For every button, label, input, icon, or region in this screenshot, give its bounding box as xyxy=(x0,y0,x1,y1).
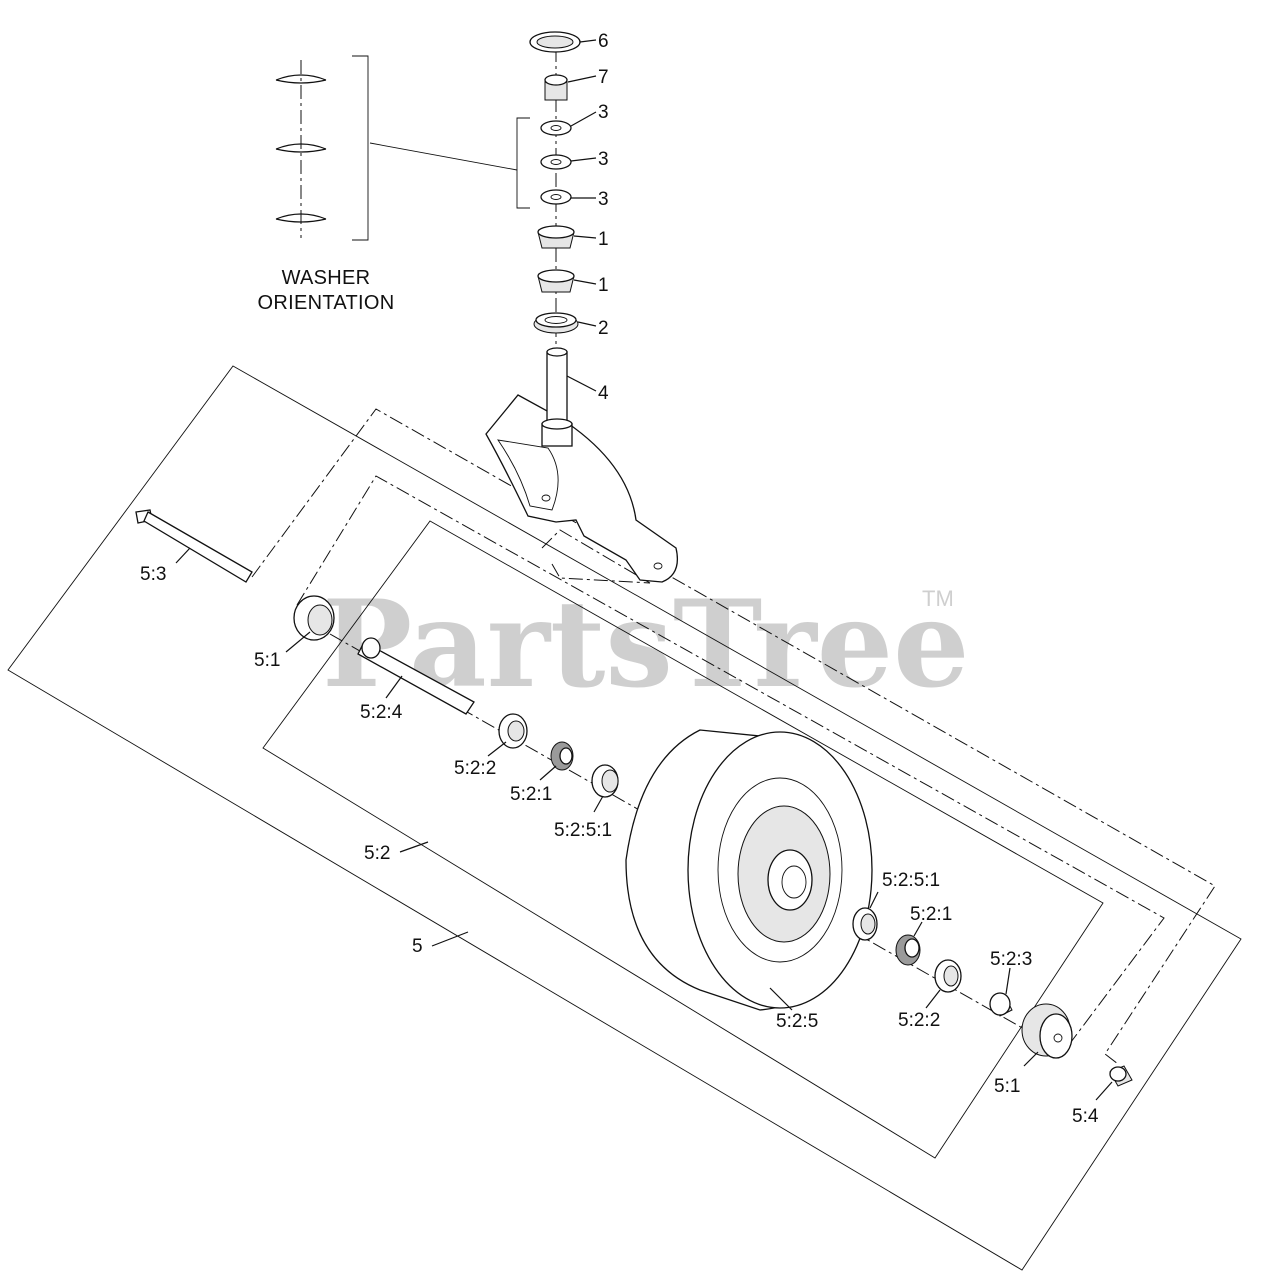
callout-1b[interactable]: 1 xyxy=(598,275,609,296)
callout-5[interactable]: 5 xyxy=(412,936,423,957)
part-6-dust-cap xyxy=(529,31,581,53)
detail-leader xyxy=(369,142,518,171)
part-1-bearing-cone-b xyxy=(537,269,575,293)
callout-3b[interactable]: 3 xyxy=(598,149,609,170)
callout-5-2-2b[interactable]: 5:2:2 xyxy=(898,1010,940,1031)
watermark-text: PartsTree xyxy=(322,574,969,715)
callout-5-2-1a[interactable]: 5:2:1 xyxy=(510,784,552,805)
callout-3a[interactable]: 3 xyxy=(598,102,609,123)
callout-1a[interactable]: 1 xyxy=(598,229,609,250)
callout-5-2-5-1b[interactable]: 5:2:5:1 xyxy=(882,870,940,891)
part-3-washer-a xyxy=(540,120,572,136)
part-5-2-5-1-cup-left xyxy=(591,764,619,798)
part-5-4-nut xyxy=(1109,1065,1133,1087)
callout-2[interactable]: 2 xyxy=(598,318,609,339)
callout-6[interactable]: 6 xyxy=(598,31,609,52)
part-5-1-spacer-left xyxy=(293,595,335,641)
part-5-1-spacer-right xyxy=(1021,1003,1073,1059)
callout-leaders xyxy=(175,39,1113,1101)
washer-profile-2 xyxy=(275,143,327,153)
assembly-5-2-outline xyxy=(262,520,1104,1159)
detail-bracket xyxy=(352,55,369,241)
callout-7[interactable]: 7 xyxy=(598,67,609,88)
assembly-5-outline xyxy=(7,365,1242,1271)
callout-5-2-4[interactable]: 5:2:4 xyxy=(360,702,403,723)
alignment-line-bolt xyxy=(251,408,1216,1065)
part-5-2-5-1-cup-right xyxy=(852,907,878,941)
callout-5-4[interactable]: 5:4 xyxy=(1072,1106,1099,1127)
part-5-2-3-spacer xyxy=(989,992,1013,1017)
callout-5-2-5-1a[interactable]: 5:2:5:1 xyxy=(554,820,612,841)
callout-5-2-3[interactable]: 5:2:3 xyxy=(990,949,1032,970)
callout-5-2-5[interactable]: 5:2:5 xyxy=(776,1011,818,1032)
callout-5-2-1b[interactable]: 5:2:1 xyxy=(910,904,952,925)
caption-line1: WASHER xyxy=(282,267,371,289)
washer-profile-3 xyxy=(275,213,327,223)
part-5-2-1-cone-right xyxy=(895,934,921,966)
part-3-washer-b xyxy=(540,154,572,170)
washer-profile-1 xyxy=(275,74,327,84)
watermark-trademark: TM xyxy=(922,586,954,611)
callout-3c[interactable]: 3 xyxy=(598,189,609,210)
alignment-line-spacer xyxy=(296,475,1165,1043)
fork-hole-line-b xyxy=(551,563,651,584)
callout-5-1b[interactable]: 5:1 xyxy=(994,1076,1020,1097)
part-5-2-2-bearing-right xyxy=(934,959,962,993)
part-5-2-5-wheel xyxy=(625,729,873,1011)
part-5-3-bolt xyxy=(135,509,253,583)
part-2-bearing-cup xyxy=(533,312,579,334)
washer-group-bracket xyxy=(516,117,530,209)
callout-5-2-2a[interactable]: 5:2:2 xyxy=(454,758,496,779)
part-7-nut xyxy=(544,74,568,101)
part-5-2-1-cone-left xyxy=(550,741,574,771)
caster-fork xyxy=(485,394,679,583)
part-5-2-4-axle xyxy=(357,637,475,715)
callout-5-3[interactable]: 5:3 xyxy=(140,564,166,585)
part-5-2-2-bearing-left xyxy=(498,713,528,749)
callout-5-1a[interactable]: 5:1 xyxy=(254,650,280,671)
callout-4[interactable]: 4 xyxy=(598,383,609,404)
fork-hole-line-a xyxy=(541,529,651,584)
part-1-bearing-cone-a xyxy=(537,225,575,249)
part-3-washer-c xyxy=(540,189,572,205)
callout-5-2[interactable]: 5:2 xyxy=(364,843,390,864)
part-4-spindle xyxy=(541,347,573,447)
caption-line2: ORIENTATION xyxy=(257,292,394,314)
washer-orientation-detail xyxy=(275,55,530,241)
